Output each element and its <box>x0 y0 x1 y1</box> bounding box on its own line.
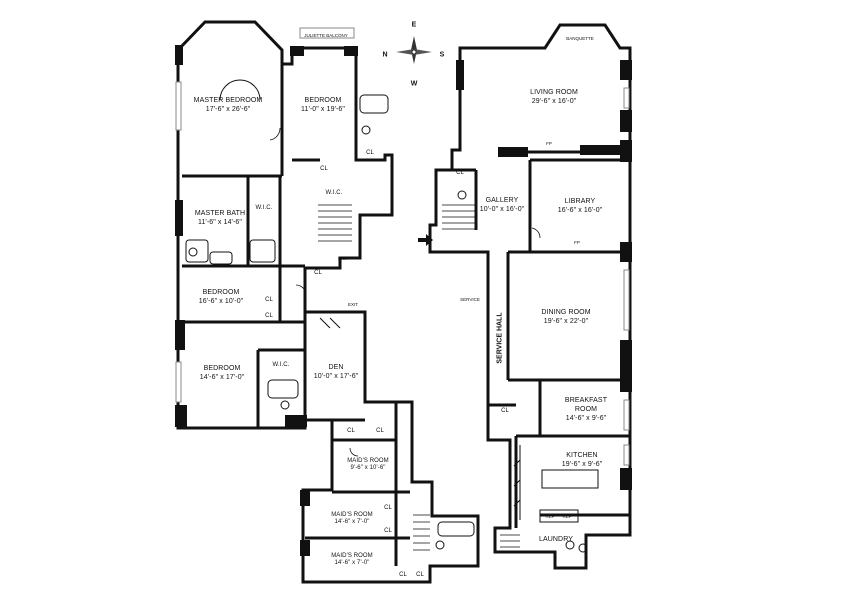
compass-rose <box>396 36 432 64</box>
compass-south: S <box>439 51 445 59</box>
west-interior-walls <box>182 50 410 566</box>
room-name-line1: BREAKFAST <box>564 397 608 404</box>
room-dims: 14'-6" x 7'-0" <box>334 560 370 566</box>
label-wic-master: W.I.C. <box>255 205 273 211</box>
room-dims: 19'-6" x 22'-0" <box>543 318 589 325</box>
label-cl-9: CL <box>384 528 392 534</box>
label-service-hall: SERVICE HALL <box>496 312 504 364</box>
label-ref-2: REF <box>562 514 572 519</box>
label-fp-library: FP <box>574 240 580 245</box>
room-dims: 16'-6" x 10'-0" <box>198 298 244 305</box>
room-name: MAID'S ROOM <box>347 458 389 464</box>
room-name: BEDROOM <box>202 289 240 296</box>
room-maids-1: MAID'S ROOM 9'-6" x 10'-6" <box>347 458 389 472</box>
room-name: MAID'S ROOM <box>331 512 373 518</box>
label-cl-8: CL <box>384 505 392 511</box>
room-dims: 10'-0" x 16'-0" <box>479 206 525 213</box>
room-master-bedroom: MASTER BEDROOM 17'-6" x 26'-6" <box>194 96 263 114</box>
room-laundry: LAUNDRY <box>539 535 573 544</box>
room-name: DINING ROOM <box>541 309 591 316</box>
label-exit-2: EXIT <box>347 302 359 307</box>
label-wic-hall: W.I.C. <box>325 190 343 196</box>
room-den: DEN 10'-0" x 17'-6" <box>314 363 359 381</box>
room-library: LIBRARY 16'-6" x 16'-0" <box>558 197 603 215</box>
label-cl-11: CL <box>416 572 424 578</box>
label-cl-1: CL <box>366 150 374 156</box>
room-bedroom-north: BEDROOM 11'-0" x 19'-6" <box>301 96 345 114</box>
label-fp-living: FP <box>546 141 552 146</box>
room-name: MASTER BATH <box>194 210 246 217</box>
label-cl-2: CL <box>320 166 328 172</box>
east-interior-walls <box>436 150 630 528</box>
room-dims: 16'-6" x 16'-0" <box>557 207 603 214</box>
compass-east: E <box>411 21 417 29</box>
room-master-bath: MASTER BATH 11'-6" x 14'-6" <box>195 209 245 227</box>
room-name: LAUNDRY <box>538 536 574 543</box>
room-dining: DINING ROOM 19'-6" x 22'-0" <box>541 308 590 326</box>
label-cl-6: CL <box>347 428 355 434</box>
label-banquette: BANQUETTE <box>566 36 594 41</box>
room-dims: 14'-6" x 7'-0" <box>334 519 370 525</box>
label-ref-1: REF <box>545 514 555 519</box>
room-bedroom-middle: BEDROOM 16'-6" x 10'-0" <box>199 288 244 306</box>
room-name: LIVING ROOM <box>530 89 578 96</box>
room-dims: 19'-6" x 9'-6" <box>561 461 603 468</box>
room-dims: 14'-6" x 17'-0" <box>199 374 245 381</box>
room-name: MASTER BEDROOM <box>193 97 263 104</box>
label-cl-13: CL <box>501 408 509 414</box>
room-name-line2: ROOM <box>574 406 598 413</box>
label-cl-4: CL <box>265 297 273 303</box>
room-name: DEN <box>328 364 344 371</box>
room-maids-3: MAID'S ROOM 14'-6" x 7'-0" <box>331 553 373 567</box>
room-name: BEDROOM <box>203 365 241 372</box>
room-name: GALLERY <box>485 197 519 204</box>
compass-west: W <box>410 80 418 88</box>
room-dims: 17'-6" x 26'-6" <box>205 106 251 113</box>
room-dims: 9'-6" x 10'-6" <box>350 465 386 471</box>
room-dims: 11'-0" x 19'-6" <box>300 106 346 113</box>
room-maids-2: MAID'S ROOM 14'-6" x 7'-0" <box>331 512 373 526</box>
room-bedroom-south: BEDROOM 14'-6" x 17'-0" <box>200 364 245 382</box>
room-name: KITCHEN <box>566 452 598 459</box>
label-cl-7: CL <box>376 428 384 434</box>
room-name: LIBRARY <box>564 198 596 205</box>
label-bar: BAR <box>598 149 608 154</box>
room-dims: 10'-0" x 17'-6" <box>313 373 359 380</box>
room-name: MAID'S ROOM <box>331 553 373 559</box>
wall-columns <box>175 45 632 556</box>
label-exit-1: EXIT <box>337 256 349 261</box>
room-dims: 14'-6" x 9'-6" <box>565 415 607 422</box>
room-kitchen: KITCHEN 19'-6" x 9'-6" <box>562 451 603 469</box>
label-cl-3: CL <box>314 270 322 276</box>
entry-arrow <box>418 234 433 246</box>
label-juliette-balcony: JULIETTE BALCONY <box>304 33 348 38</box>
room-breakfast: BREAKFAST ROOM 14'-6" x 9'-6" <box>565 396 607 423</box>
label-cl-5: CL <box>265 313 273 319</box>
room-dims: 11'-6" x 14'-6" <box>197 219 243 226</box>
room-living: LIVING ROOM 29'-6" x 16'-0" <box>530 88 578 106</box>
label-cl-10: CL <box>399 572 407 578</box>
room-dims: 29'-6" x 16'-0" <box>531 98 577 105</box>
room-name: BEDROOM <box>304 97 342 104</box>
compass-north: N <box>382 51 388 59</box>
label-cl-12: CL <box>456 170 464 176</box>
label-wic-south: W.I.C. <box>272 362 290 368</box>
room-gallery: GALLERY 10'-0" x 16'-0" <box>480 196 525 214</box>
label-service: SERVICE <box>460 297 480 302</box>
